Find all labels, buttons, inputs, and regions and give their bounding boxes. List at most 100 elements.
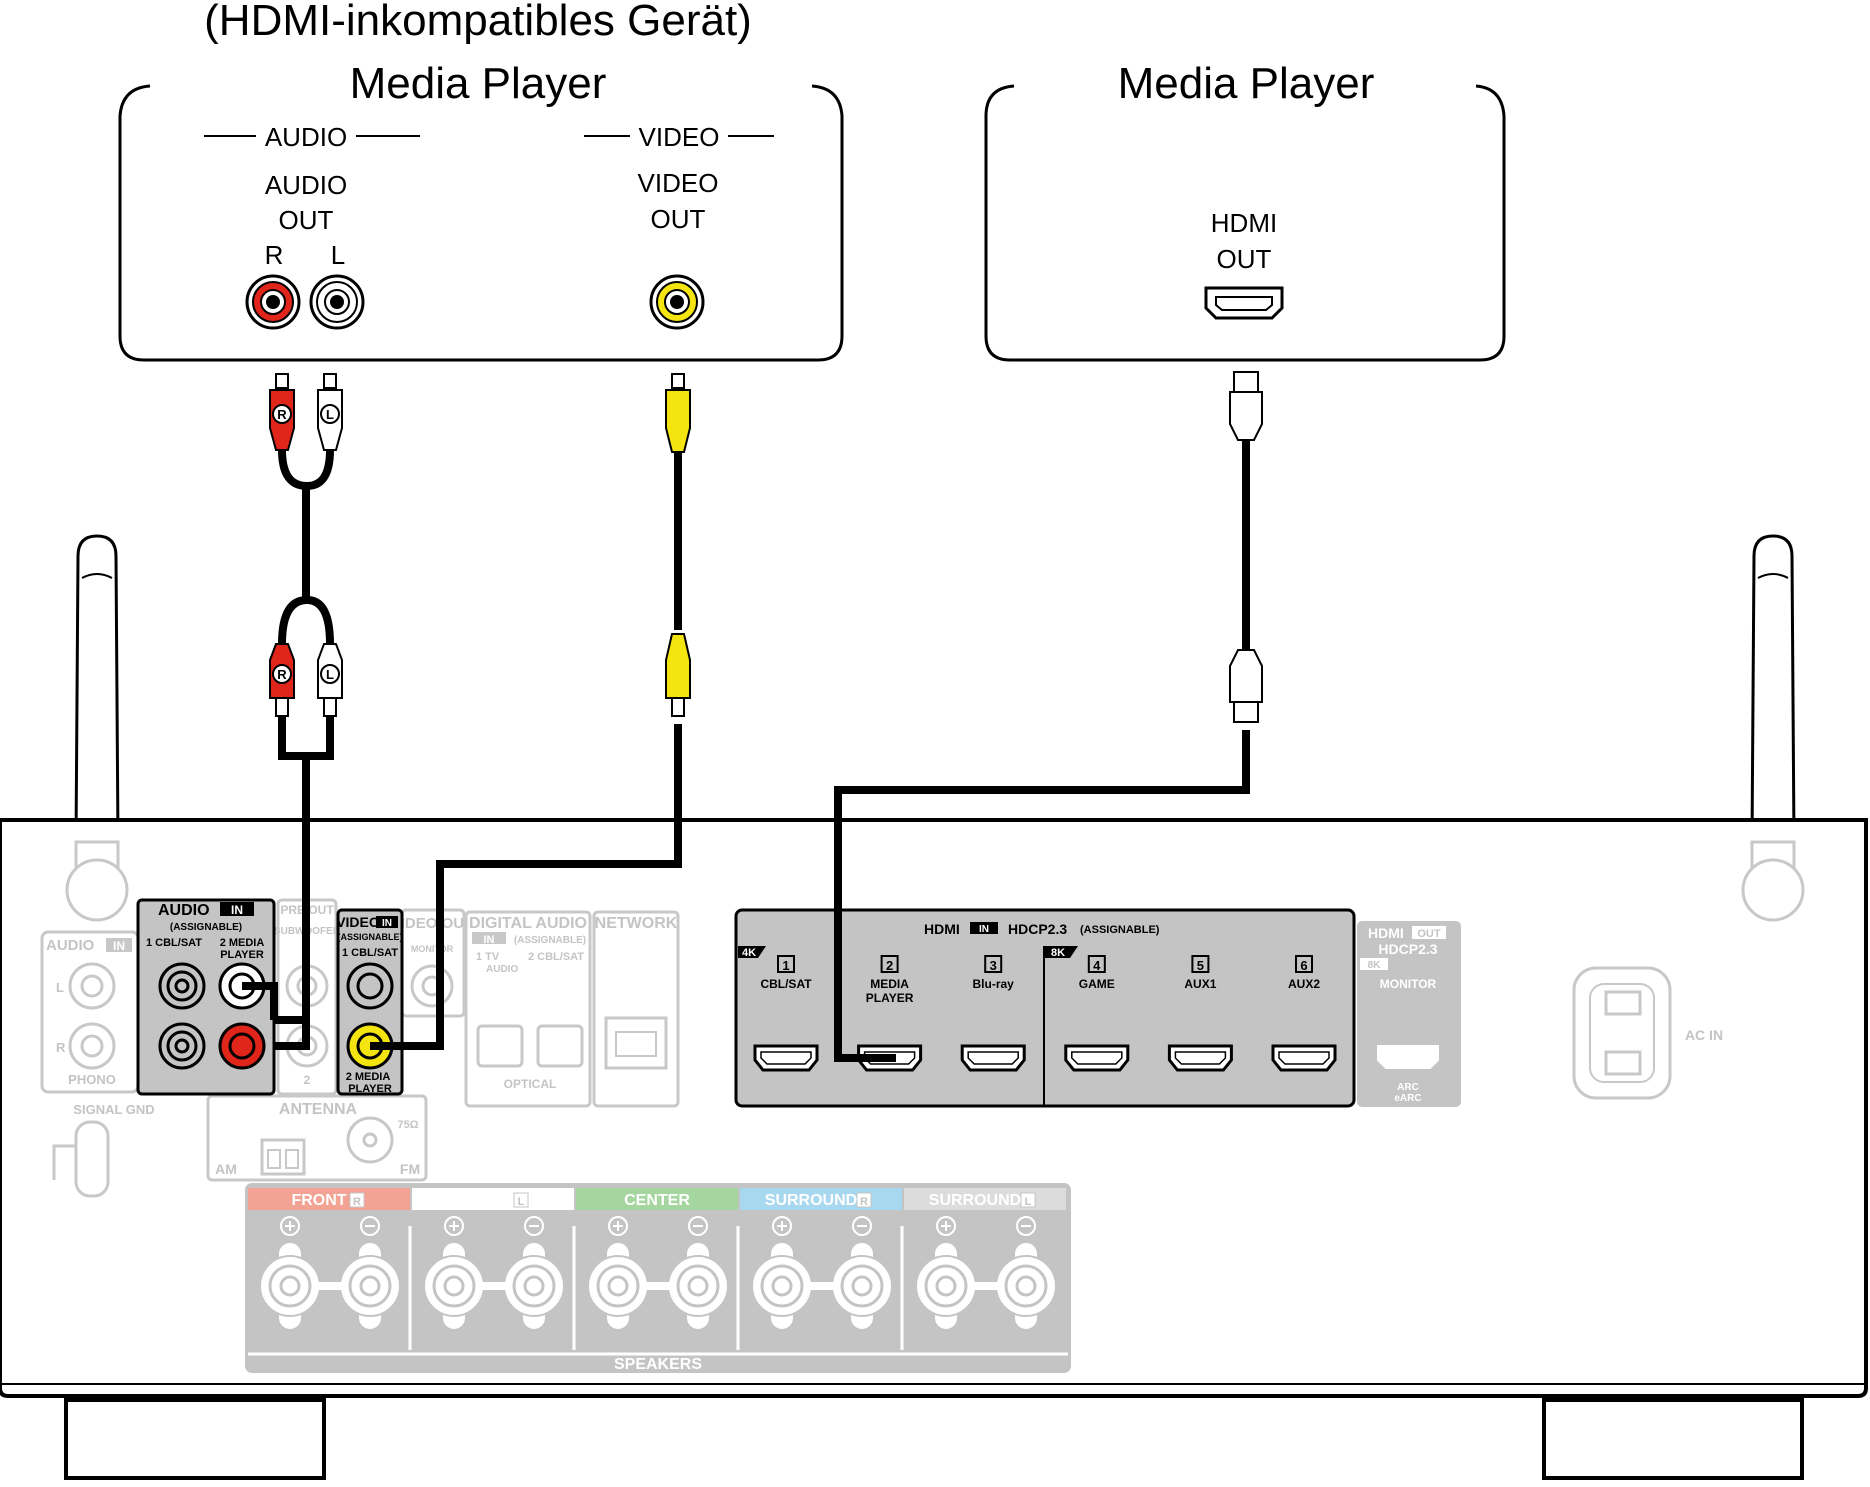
hdmi-in-assignable: (ASSIGNABLE) <box>1080 924 1160 936</box>
antenna-left <box>74 534 120 844</box>
audio-in-jack-r <box>218 1022 266 1070</box>
hdmi-out-earc: eARC <box>1394 1093 1421 1104</box>
foot-left <box>64 1398 326 1480</box>
hdmi-out-hdcp: HDCP2.3 <box>1378 941 1437 957</box>
video-out-title: VIDEO OUT <box>391 915 474 932</box>
media-player-analog: (HDMI-inkompatibles Gerät) Media Player … <box>118 0 844 362</box>
hdmi-port-label: AUX1 <box>1184 977 1216 991</box>
audio-out-label: AUDIO <box>265 170 347 200</box>
digital-in1: 1 TV <box>476 951 500 963</box>
speaker-color-band <box>412 1188 574 1210</box>
video-group-label: VIDEO <box>639 122 720 152</box>
hdmi-out-arc: ARC <box>1397 1082 1419 1093</box>
optical-port-1 <box>476 1024 524 1068</box>
plug-l-label-bottom: L <box>326 667 334 682</box>
video-in-badge-bg <box>376 916 398 928</box>
rca-plug-red-top: R <box>269 373 295 451</box>
hdmi-out-title: HDMI <box>1368 925 1404 941</box>
audio-in-badge-bg <box>220 902 254 916</box>
hdmi-port-number: 6 <box>1300 958 1307 973</box>
speaker-group-label: FRONT <box>455 1192 510 1209</box>
tag-4k: 4K <box>742 947 756 959</box>
rca-plug-white-bottom: L <box>317 643 343 717</box>
jack-r-label: R <box>265 240 284 270</box>
foot-right <box>1542 1398 1804 1480</box>
hdmi-out-block: HDMI OUT HDCP2.3 8K MONITOR ARC eARC <box>1357 921 1461 1107</box>
phono-input-block: AUDIO IN L R PHONO SIGNAL GND <box>40 930 155 1198</box>
network-block: NETWORK <box>592 910 680 1108</box>
hdmi-out-label-2: OUT <box>1217 244 1272 274</box>
av-receiver: AUDIO IN L R PHONO SIGNAL GND PRE OUT SU… <box>0 534 1868 1480</box>
hdmi-port-number: 3 <box>990 958 997 973</box>
rca-plug-yellow-top <box>665 373 691 453</box>
hdmi-in-title: HDMI <box>924 921 960 937</box>
hdmi-out-badge: OUT <box>1417 928 1441 940</box>
hdmi-port-label: AUX2 <box>1288 977 1320 991</box>
video-out-monitor: MONITOR <box>411 944 454 954</box>
audio-in-title: AUDIO <box>158 902 210 919</box>
rca-jack-yellow <box>649 274 705 330</box>
ac-in-label: AC IN <box>1685 1027 1723 1043</box>
hdmi-out-monitor: MONITOR <box>1380 977 1437 991</box>
rca-plug-white-top: L <box>317 373 343 451</box>
antenna-title: ANTENNA <box>279 1101 358 1118</box>
plug-l-label: L <box>326 407 334 422</box>
digital-badge: IN <box>484 934 495 946</box>
antenna-base-right <box>1741 840 1805 922</box>
hdmi-in-hdcp: HDCP2.3 <box>1008 921 1067 937</box>
rca-plug-yellow-bottom <box>665 633 691 717</box>
hdmi-port-label: Blu-ray <box>973 977 1015 991</box>
speaker-group-3: CENTER <box>572 1188 738 1350</box>
digital-badge-bg <box>472 932 506 944</box>
hdmi-plug-top <box>1229 371 1263 441</box>
audio-cable: R L R L <box>242 373 343 1050</box>
phono-block-title: AUDIO <box>46 937 95 954</box>
video-out-label-2: OUT <box>651 204 706 234</box>
digital-in2: 2 CBL/SAT <box>528 951 584 963</box>
hdmi-port-number: 4 <box>1093 958 1101 973</box>
optical-label: OPTICAL <box>504 1077 557 1091</box>
device-outline <box>118 84 844 362</box>
hdmi-port-label: CBL/SAT <box>760 977 812 991</box>
hdmi-incompatible-note: (HDMI-inkompatibles Gerät) <box>204 0 752 45</box>
device-title: Media Player <box>350 59 607 108</box>
hdmi-port-icon <box>1204 286 1284 320</box>
audio-in-assignable: (ASSIGNABLE) <box>170 922 242 933</box>
digital-assignable: (ASSIGNABLE) <box>514 935 586 946</box>
antenna-am: AM <box>215 1161 237 1177</box>
video-in-assignable: (ASSIGNABLE) <box>338 932 403 942</box>
video-in-ch2-line2: PLAYER <box>348 1083 392 1095</box>
speaker-group-label: SURROUND <box>765 1192 857 1209</box>
hdmi-cable <box>834 371 1263 1062</box>
phono-badge-bg <box>106 938 132 952</box>
speaker-color-band <box>248 1188 410 1210</box>
hdmi-plug-bottom <box>1229 649 1263 723</box>
tag-8k: 8K <box>1051 947 1065 959</box>
speaker-group-label: SURROUND <box>929 1192 1021 1209</box>
speaker-group-5: SURROUND L <box>900 1188 1066 1350</box>
rca-jack-white <box>309 274 365 330</box>
plug-r-label: R <box>277 407 287 422</box>
speaker-group-label: FRONT <box>291 1192 346 1209</box>
hdmi-in-badge-bg <box>970 922 998 934</box>
hdmi-port-number: 5 <box>1197 958 1204 973</box>
antenna-right <box>1750 534 1796 844</box>
speakers-title: SPEAKERS <box>614 1356 702 1373</box>
rca-jack-red <box>245 274 301 330</box>
speaker-side-label: L <box>1025 1196 1032 1208</box>
speaker-group-label: CENTER <box>624 1192 690 1209</box>
preout-2: 2 <box>304 1073 311 1087</box>
antenna-ohm: 75Ω <box>397 1119 418 1131</box>
hdmi-port-number: 1 <box>782 958 789 973</box>
digital-in1b: AUDIO <box>486 964 518 975</box>
phono-r: R <box>56 1040 66 1055</box>
hdmi-in-badge: IN <box>979 924 989 935</box>
